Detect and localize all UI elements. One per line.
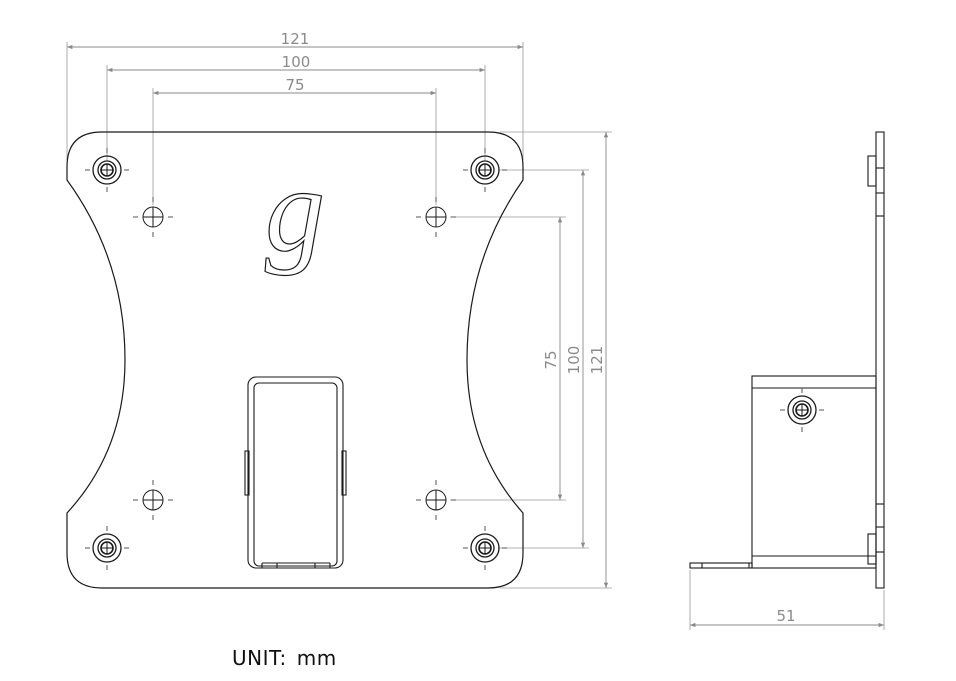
- side-plate: [875, 131, 885, 589]
- side-view: [689, 131, 885, 589]
- bottom-flange: [689, 562, 753, 569]
- dim-75-height: 75: [542, 350, 560, 369]
- countersunk-hole: [85, 526, 129, 570]
- countersunk-hole: [463, 148, 507, 192]
- unit-note: UNIT: mm: [232, 646, 347, 670]
- countersunk-hole: [463, 526, 507, 570]
- center-slot: [244, 376, 347, 569]
- extension-lines: [66, 42, 885, 630]
- side-tab-top: [867, 155, 877, 187]
- bracket-body: [751, 375, 877, 569]
- side-tab-bottom: [867, 533, 877, 565]
- logo-g: g: [265, 143, 325, 276]
- vesa-75-hole: [133, 197, 173, 237]
- vesa-75-hole: [416, 197, 456, 237]
- mounting-holes: [85, 148, 507, 570]
- dim-overall-height: 121: [588, 346, 606, 375]
- side-hole: [780, 388, 824, 432]
- vesa-75-hole: [416, 480, 456, 520]
- dim-100-width: 100: [282, 53, 311, 71]
- mount-plate-outline: [66, 131, 524, 589]
- dimension-lines: [67, 44, 884, 628]
- vesa-75-hole: [133, 480, 173, 520]
- dim-overall-width: 121: [281, 30, 310, 48]
- countersunk-hole: [85, 148, 129, 192]
- unit-label: UNIT:: [232, 646, 287, 670]
- countersunk-hole: [780, 388, 824, 432]
- dim-100-height: 100: [565, 346, 583, 375]
- dim-75-width: 75: [285, 76, 304, 94]
- dim-depth: 51: [776, 607, 795, 625]
- unit-value: mm: [296, 646, 337, 670]
